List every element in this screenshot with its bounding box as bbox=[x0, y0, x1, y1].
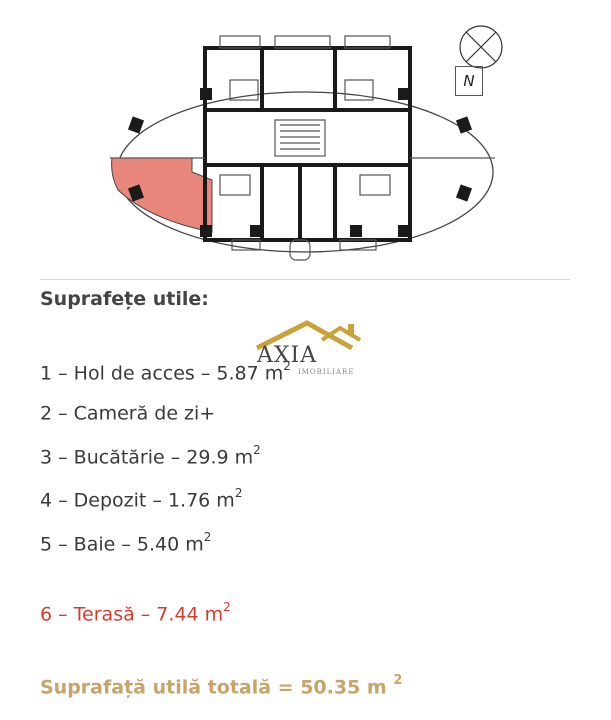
room-item: 1 – Hol de acces – 5.87 m2 bbox=[40, 359, 291, 385]
terrace-highlight bbox=[111, 157, 213, 233]
room-item: 4 – Depozit – 1.76 m2 bbox=[40, 486, 243, 512]
compass-icon bbox=[459, 25, 503, 69]
room-item-terrace: 6 – Terasă – 7.44 m2 bbox=[40, 600, 231, 626]
room-item: 3 – Bucătărie – 29.9 m2 bbox=[40, 443, 261, 469]
axia-logo-icon bbox=[255, 320, 362, 351]
logo-subtext: IMOBILIARE bbox=[298, 368, 355, 376]
logo-wordmark: AXIA bbox=[257, 343, 318, 368]
section-heading: Suprafețe utile: bbox=[40, 288, 209, 310]
room-item: 2 – Cameră de zi+ bbox=[40, 402, 216, 425]
floor-plan bbox=[110, 35, 495, 261]
section-divider bbox=[40, 279, 570, 280]
compass-north-label: N bbox=[455, 66, 483, 96]
room-item: 5 – Baie – 5.40 m2 bbox=[40, 530, 212, 556]
total-area: Suprafață utilă totală = 50.35 m 2 bbox=[40, 673, 403, 699]
